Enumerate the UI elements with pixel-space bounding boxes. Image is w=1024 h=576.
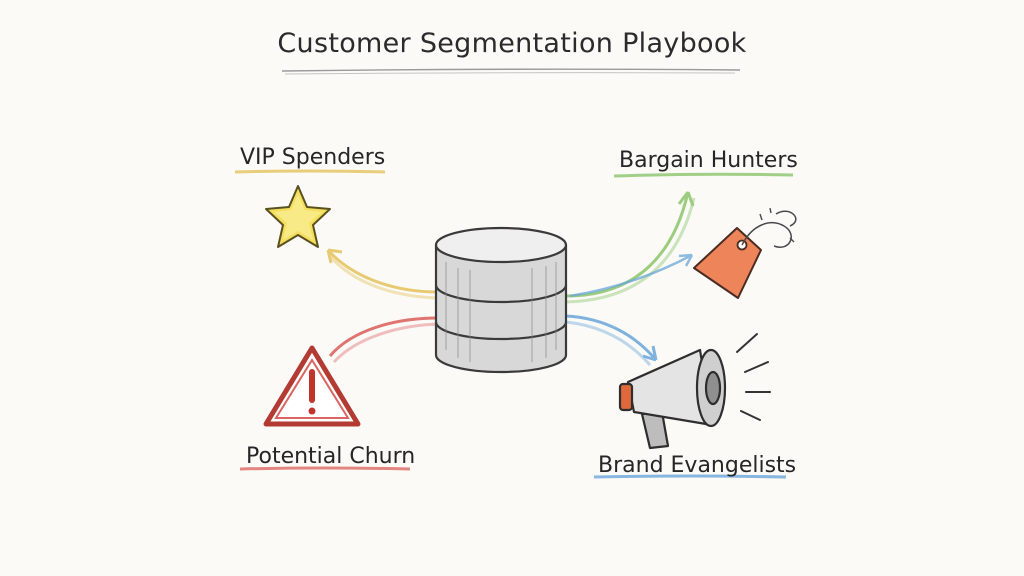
arrow-churn [328, 316, 441, 364]
database-icon [434, 226, 568, 374]
brand-underline [593, 474, 787, 479]
churn-underline [239, 466, 411, 471]
arrow-vip [326, 248, 441, 300]
diagram-title: Customer Segmentation Playbook [277, 28, 747, 59]
segment-label-vip-spenders: VIP Spenders [240, 145, 386, 170]
star-icon [265, 185, 331, 248]
segment-label-potential-churn: Potential Churn [246, 444, 416, 469]
segment-label-bargain-hunters: Bargain Hunters [619, 148, 798, 173]
segment-label-brand-evangelists: Brand Evangelists [598, 453, 797, 478]
title-underline [281, 68, 741, 72]
arrow-bargain [565, 191, 696, 304]
bargain-underline [613, 172, 794, 178]
megaphone-icon [618, 333, 771, 450]
vip-underline [234, 169, 386, 174]
arrow-bargain-tag [569, 253, 694, 298]
price-tag-icon [693, 207, 797, 299]
warning-triangle-icon [263, 345, 361, 427]
arrow-brand [565, 314, 658, 366]
